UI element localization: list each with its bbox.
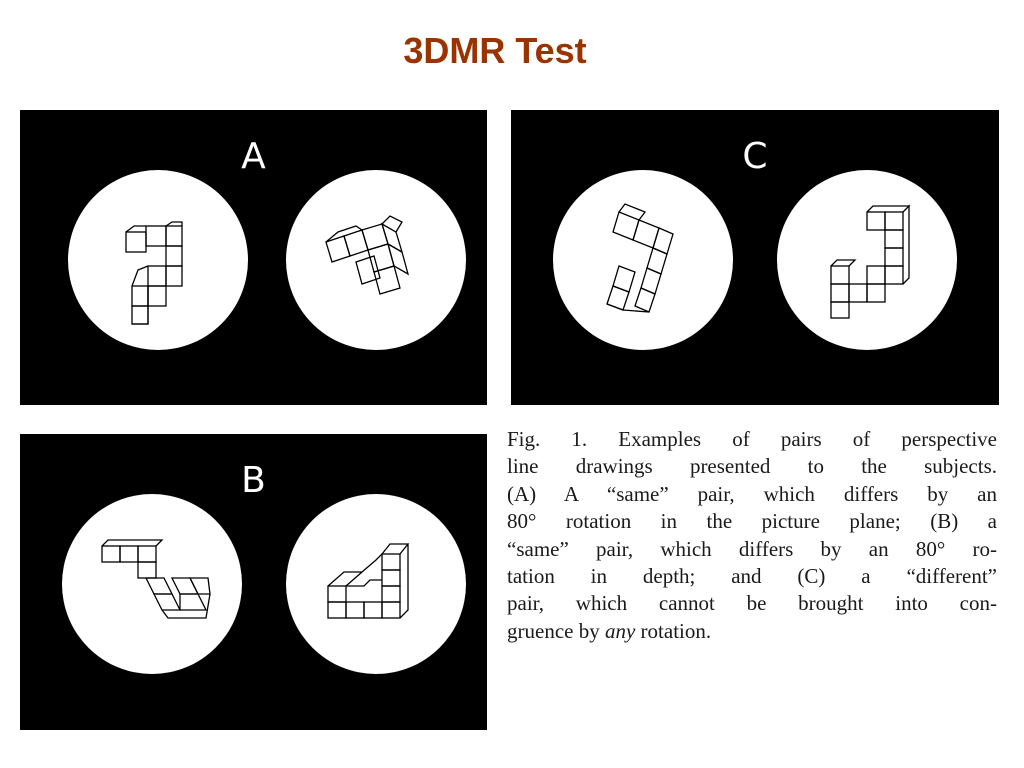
stimulus-disc-c-left [553,170,733,350]
panel-label-b: B [241,460,266,501]
stimulus-disc-b-right [286,494,466,674]
caption-line: line drawings presented to the subjects. [507,454,997,479]
panel-label-a: A [241,136,266,177]
panel-label-c: C [742,136,768,177]
slide-title: 3DMR Test [403,30,587,71]
figure-caption: Fig. 1. Examples of pairs of perspective… [507,426,997,645]
caption-text: rotation. [635,618,712,643]
cube-figure-b-left [101,539,211,619]
stimulus-disc-c-right [777,170,957,350]
cube-figure-c-left [606,203,674,313]
caption-line: (A) A “same” pair, which differs by an [507,481,997,506]
caption-line: Fig. 1. Examples of pairs of perspective [507,427,997,451]
caption-line: “same” pair, which differs by an 80° ro- [507,536,997,561]
figure-panel-c: C [511,110,999,405]
caption-text: gruence by [507,618,605,643]
stimulus-disc-b-left [62,494,242,674]
caption-emphasis: any [604,618,636,643]
caption-line: pair, which cannot be brought into con- [507,591,997,616]
cube-figure-c-right [830,204,911,319]
stimulus-disc-a-left [68,170,248,350]
stimulus-disc-a-right [286,170,466,350]
figure-panel-b: B [20,434,487,730]
caption-line-last: gruence by any rotation. [507,618,997,645]
figure-panel-a: A [20,110,487,405]
cube-figure-a-left [125,221,183,325]
caption-line: tation in depth; and (C) a “different” [507,564,997,589]
caption-line: 80° rotation in the picture plane; (B) a [507,509,997,534]
cube-figure-a-right [325,215,410,295]
cube-figure-b-right [327,543,410,619]
